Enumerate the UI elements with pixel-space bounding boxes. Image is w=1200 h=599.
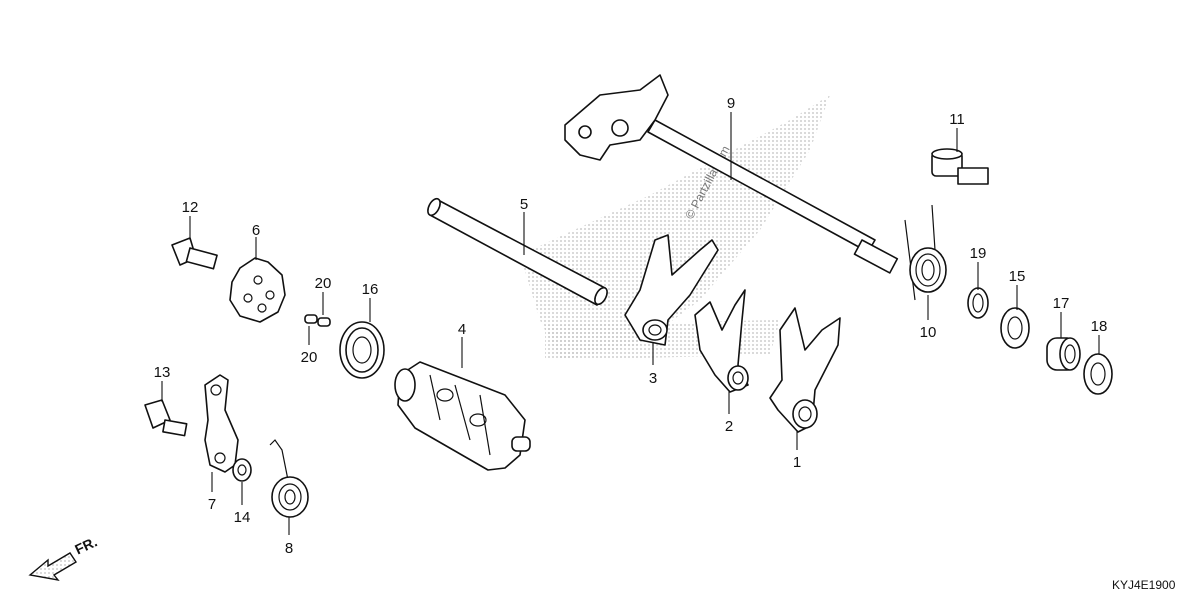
part-17-needle-bearing[interactable] xyxy=(1046,337,1081,371)
drawing-code: KYJ4E1900 xyxy=(1112,578,1176,592)
part-18-oil-seal[interactable] xyxy=(1083,353,1113,395)
callout-14[interactable]: 14 xyxy=(234,509,251,526)
callout-1[interactable]: 1 xyxy=(793,454,801,471)
callout-15[interactable]: 15 xyxy=(1009,268,1026,285)
callout-17[interactable]: 17 xyxy=(1053,295,1070,312)
callout-5[interactable]: 5 xyxy=(520,196,528,213)
part-1-shift-fork[interactable] xyxy=(769,307,841,433)
callout-20[interactable]: 20 xyxy=(315,275,332,292)
part-10-return-spring[interactable] xyxy=(904,204,947,301)
part-2-shift-fork[interactable] xyxy=(694,289,749,393)
direction-label: FR. xyxy=(72,533,99,557)
callout-2[interactable]: 2 xyxy=(725,418,733,435)
callout-18[interactable]: 18 xyxy=(1091,318,1108,335)
callout-7[interactable]: 7 xyxy=(208,496,216,513)
part-3-shift-fork[interactable] xyxy=(624,234,719,346)
part-13-bolt[interactable] xyxy=(144,399,188,437)
callout-3[interactable]: 3 xyxy=(649,370,657,387)
callout-9[interactable]: 9 xyxy=(727,95,735,112)
part-12-bolt[interactable] xyxy=(171,237,218,270)
part-9-shift-spindle[interactable] xyxy=(564,74,899,274)
part-16-bearing[interactable] xyxy=(339,321,385,379)
direction-arrow-icon xyxy=(28,552,77,582)
callout-16[interactable]: 16 xyxy=(362,281,379,298)
part-7-stopper-arm[interactable] xyxy=(204,374,239,473)
part-5-fork-shaft[interactable] xyxy=(425,197,609,307)
callout-10[interactable]: 10 xyxy=(920,324,937,341)
callout-8[interactable]: 8 xyxy=(285,540,293,557)
callout-11[interactable]: 11 xyxy=(949,111,965,128)
part-6-drum-center[interactable] xyxy=(229,257,286,323)
part-19-circlip[interactable] xyxy=(967,287,989,319)
part-14-washer[interactable] xyxy=(232,458,252,482)
callout-20-second[interactable]: 20 xyxy=(301,349,318,366)
callout-13[interactable]: 13 xyxy=(154,364,171,381)
callout-19[interactable]: 19 xyxy=(970,245,987,262)
part-11-bolt[interactable] xyxy=(931,148,989,185)
part-8-stopper-spring[interactable] xyxy=(269,439,309,518)
part-4-shift-drum[interactable] xyxy=(394,361,531,471)
part-15-washer[interactable] xyxy=(1000,307,1030,349)
callout-12[interactable]: 12 xyxy=(182,199,199,216)
part-20-dowel-pins[interactable] xyxy=(304,314,331,327)
callout-6[interactable]: 6 xyxy=(252,222,260,239)
callout-4[interactable]: 4 xyxy=(458,321,466,338)
